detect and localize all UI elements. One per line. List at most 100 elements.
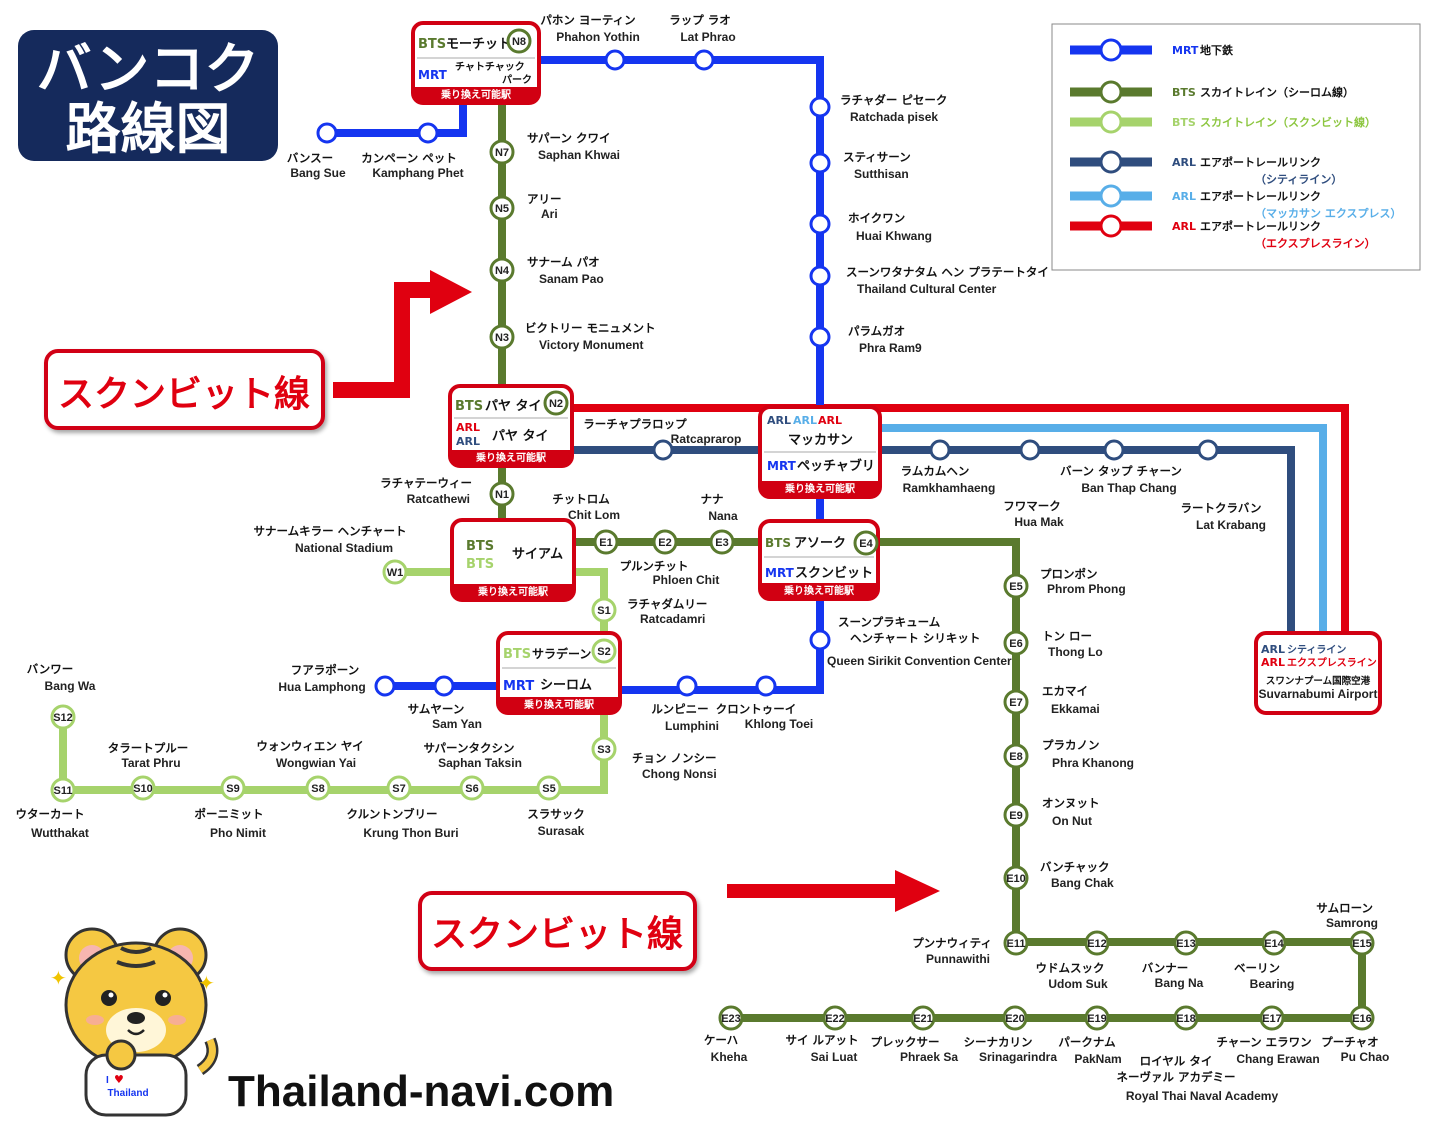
station-code: S11 xyxy=(54,785,73,797)
callout-sukhumvit-left xyxy=(44,349,325,430)
sparkle-icon: ✦ xyxy=(50,966,67,990)
station-marker xyxy=(489,324,515,350)
hub-makkasan[interactable]: ARL ARL ARL マッカサン MRT ペッチャブリ 乗り換え可能駅 xyxy=(758,405,882,499)
station-name-ja: スーンプラキューム xyxy=(838,615,941,629)
station-s11[interactable]: S11 ウターカート Wutthakat xyxy=(16,777,89,840)
station-marker xyxy=(50,704,76,730)
station-name-ja: パークナム xyxy=(1058,1035,1116,1049)
station-code: S7 xyxy=(392,783,405,795)
hub-asok[interactable]: BTS アソーク E4 MRT スクンビット 乗り換え可能駅 xyxy=(758,519,880,601)
hub-airport[interactable]: ARL シティライン ARL エクスプレスライン スワンナプーム国際空港 Suv… xyxy=(1254,631,1382,715)
station-name-ja: ラップ ラオ xyxy=(669,13,731,27)
hub-airport-arl1-name: シティライン xyxy=(1287,644,1346,656)
hub-makkasan-note: 乗り換え可能駅 xyxy=(784,482,856,495)
legend-marker xyxy=(1099,80,1123,104)
station-name-en: Thong Lo xyxy=(1048,645,1103,659)
station-name-ja: バンワー xyxy=(27,662,74,676)
station-marker xyxy=(50,777,76,803)
title-line1: バンコク xyxy=(37,37,260,101)
hub-phayathai[interactable]: BTS パヤ タイ N2 ARL ARL パヤ タイ 乗り換え可能駅 xyxy=(448,384,574,468)
station-name-ja: ウターカート xyxy=(16,807,85,821)
station-name-en: Wutthakat xyxy=(31,826,89,840)
legend-label: 地下鉄 xyxy=(1200,43,1234,57)
station-name-en: Lumphini xyxy=(665,719,719,733)
hub-makkasan-mrt-tag: MRT xyxy=(767,459,797,473)
station-name-ja: チットロム xyxy=(552,492,610,506)
station-code: E3 xyxy=(715,537,728,549)
station-marker xyxy=(1003,743,1029,769)
station-name-en: PakNam xyxy=(1074,1052,1121,1066)
mascot-shirt-top: I xyxy=(106,1075,109,1086)
hub-siam[interactable]: BTS BTS サイアム 乗り換え可能駅 xyxy=(450,518,576,602)
station-name-en: Ratchada pisek xyxy=(850,110,938,124)
legend-marker xyxy=(1099,150,1123,174)
hub-saladaeng-note: 乗り換え可能駅 xyxy=(523,698,595,711)
station-name-ja: プレックサー xyxy=(871,1035,940,1049)
station-code: E10 xyxy=(1006,873,1026,885)
hub-saladaeng[interactable]: BTS サラデーン S2 MRT シーロム 乗り換え可能駅 xyxy=(496,631,622,715)
hub-makkasan-arl3: ARL xyxy=(818,414,842,427)
station-marker xyxy=(1173,1005,1199,1031)
legend-sublabel: （エクスプレスライン） xyxy=(1255,236,1376,250)
legend-marker xyxy=(1099,214,1123,238)
hub-mochit[interactable]: BTS モーチット N8 MRT チャトチャック パーク 乗り換え可能駅 xyxy=(411,21,541,105)
